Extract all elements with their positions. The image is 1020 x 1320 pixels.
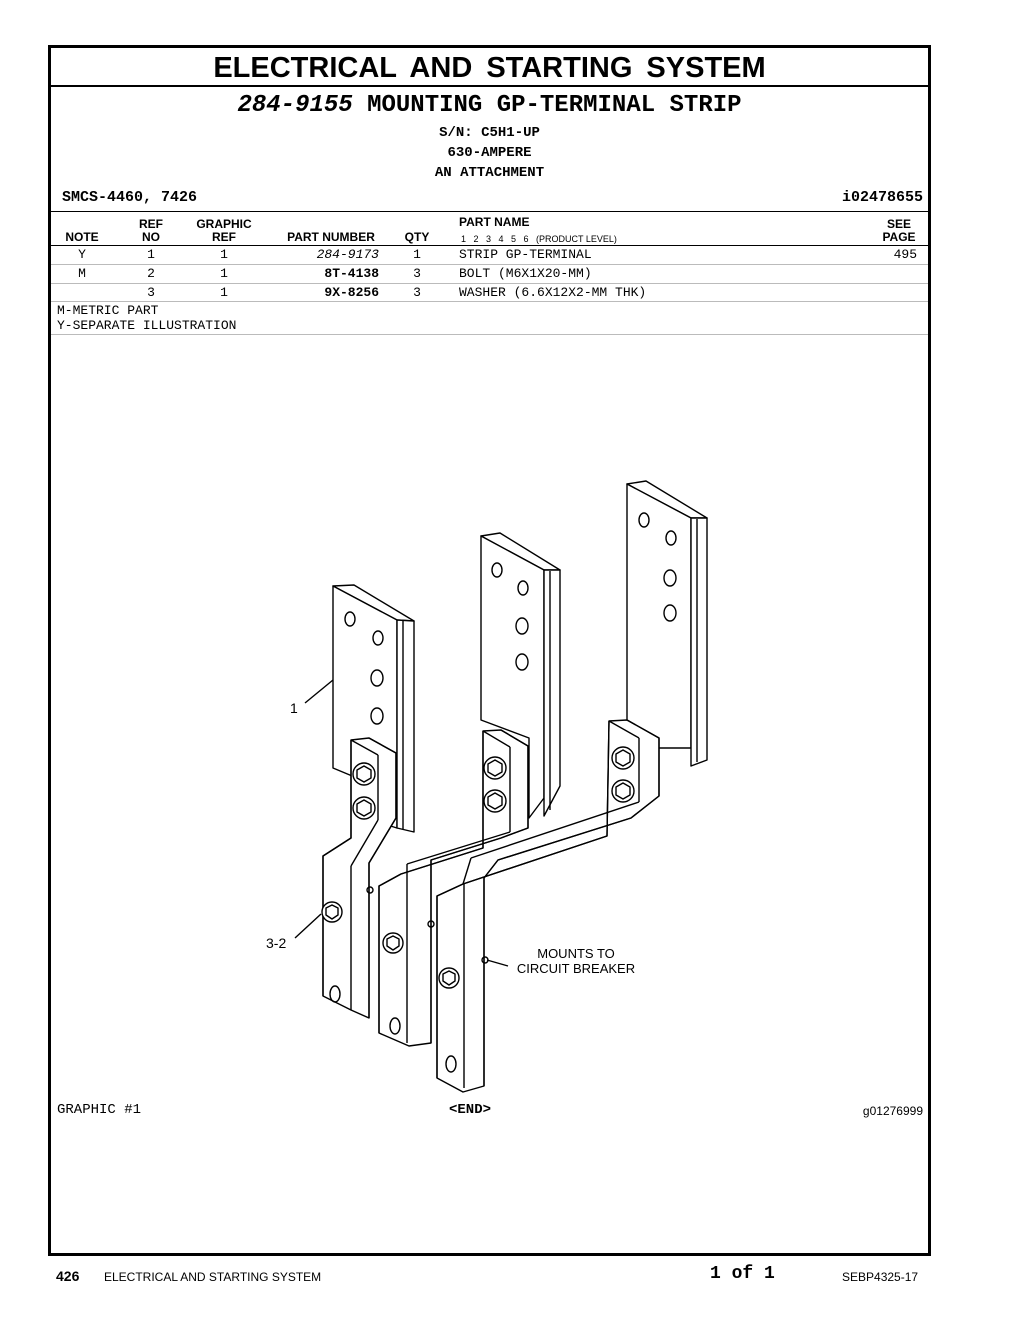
row3-ref-no: 3 [147, 285, 155, 300]
notes-bottom-rule [51, 334, 928, 335]
header-bottom-rule [51, 245, 928, 246]
header-see-2: PAGE [882, 230, 916, 244]
group-heading: 284-9155 MOUNTING GP-TERMINAL STRIP [51, 92, 928, 119]
footer-section: ELECTRICAL AND STARTING SYSTEM [104, 1270, 322, 1284]
graphic-label: GRAPHIC #1 [57, 1102, 142, 1118]
section-title: ELECTRICAL AND STARTING SYSTEM [51, 48, 928, 87]
mounting-bracket-middle [378, 729, 529, 1047]
row-divider [51, 283, 928, 284]
header-graphic-2: REF [212, 230, 236, 244]
row1-part-name: STRIP GP-TERMINAL [459, 247, 592, 262]
row2-note: M [78, 266, 86, 281]
callout-3-2: 3-2 [266, 935, 287, 951]
callout-mounts-line2: CIRCUIT BREAKER [516, 961, 636, 976]
row1-part-number[interactable]: 284-9173 [316, 247, 379, 262]
leader-line-3-2 [294, 913, 322, 939]
header-qty: QTY [404, 230, 430, 244]
mounting-bracket-right [436, 719, 660, 1093]
row3-qty: 3 [413, 285, 421, 300]
smcs-code: SMCS-4460, 7426 [62, 189, 198, 206]
terminal-strip-illustration [294, 480, 708, 1093]
row2-qty: 3 [413, 266, 421, 281]
row-divider [51, 301, 928, 302]
header-part-name: PART NAME [459, 215, 530, 229]
group-part-number: 284-9155 [237, 92, 353, 119]
graphic-number: g01276999 [862, 1104, 923, 1118]
header-ref-2: NO [142, 230, 160, 244]
row1-ref-no: 1 [147, 247, 155, 262]
serial-number: S/N: C5H1-UP [439, 125, 540, 141]
row1-see-page[interactable]: 495 [893, 247, 917, 262]
note-separate: Y-SEPARATE ILLUSTRATION [57, 318, 237, 333]
row2-graphic-ref: 1 [220, 266, 228, 281]
group-name: MOUNTING GP-TERMINAL STRIP [367, 92, 742, 119]
header-see-1: SEE [886, 217, 911, 231]
footer-page-of: 1 of 1 [710, 1264, 775, 1284]
row2-part-number[interactable]: 8T-4138 [324, 266, 379, 281]
row3-part-number[interactable]: 9X-8256 [324, 285, 379, 300]
row1-qty: 1 [413, 247, 421, 262]
row1-graphic-ref: 1 [220, 247, 228, 262]
row-divider [51, 264, 928, 265]
header-part-number: PART NUMBER [287, 230, 375, 244]
row2-part-name: BOLT (M6X1X20-MM) [459, 266, 592, 281]
end-label: <END> [449, 1102, 492, 1118]
terminal-bar-right [626, 480, 708, 767]
footer-page-number: 426 [56, 1268, 80, 1284]
row3-part-name: WASHER (6.6X12X2-MM THK) [459, 285, 647, 300]
row1-note: Y [78, 247, 86, 262]
table-top-rule [51, 211, 928, 212]
attachment: AN ATTACHMENT [434, 165, 545, 181]
terminal-bar-middle [480, 532, 561, 819]
callout-1: 1 [290, 700, 298, 716]
header-product-level: 1 2 3 4 5 6 (PRODUCT LEVEL) [461, 234, 617, 244]
header-ref-1: REF [139, 217, 163, 231]
mounting-bracket-left [321, 737, 397, 1019]
callout-mounts-to-breaker: MOUNTS TO CIRCUIT BREAKER [513, 946, 639, 976]
header-note: NOTE [65, 230, 99, 244]
row2-ref-no: 2 [147, 266, 155, 281]
page-frame: ELECTRICAL AND STARTING SYSTEM 284-9155 … [48, 45, 931, 1256]
info-id: i02478655 [841, 189, 923, 206]
header-graphic-1: GRAPHIC [196, 217, 252, 231]
row3-graphic-ref: 1 [220, 285, 228, 300]
rating: 630-AMPERE [447, 145, 532, 161]
footer-doc-number: SEBP4325-17 [842, 1270, 919, 1284]
callout-mounts-line1: MOUNTS TO [537, 946, 615, 961]
leader-line-mounts [486, 959, 509, 967]
leader-line-1 [304, 679, 334, 704]
note-metric: M-METRIC PART [57, 303, 159, 318]
